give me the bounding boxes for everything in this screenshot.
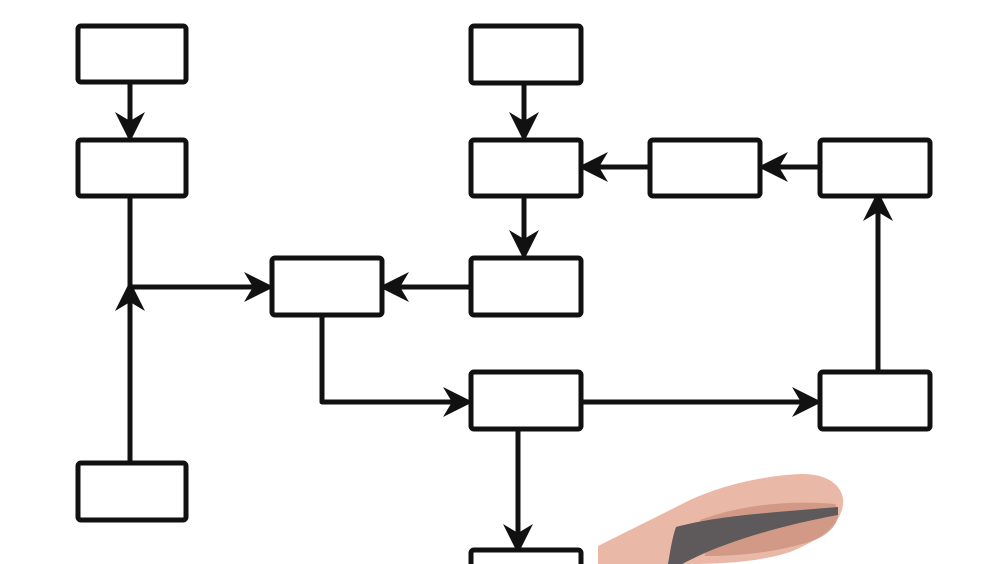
flow-box-4 — [468, 23, 584, 86]
flow-box-3 — [75, 460, 189, 523]
flow-box-2 — [75, 137, 189, 199]
connector-arrow-2 — [127, 195, 274, 302]
flow-box-frame — [468, 547, 584, 564]
flow-box-12 — [468, 547, 584, 564]
connector-arrow-9 — [319, 313, 473, 417]
flow-box-9 — [468, 255, 584, 318]
flow-box-7 — [647, 137, 763, 199]
flow-box-frame — [468, 23, 584, 86]
flow-box-frame — [75, 137, 189, 199]
connectors — [115, 81, 893, 554]
nodes — [75, 23, 933, 564]
flow-box-1 — [75, 23, 189, 85]
flow-box-frame — [817, 137, 933, 199]
flow-box-frame — [75, 23, 189, 85]
flow-box-8 — [468, 137, 584, 199]
marker-pen — [668, 507, 838, 564]
flow-box-frame — [817, 369, 933, 432]
hand-holding-marker-icon — [598, 473, 844, 564]
flow-box-frame — [269, 255, 385, 318]
flow-box-frame — [647, 137, 763, 199]
flow-box-frame — [468, 369, 584, 432]
flow-box-frame — [468, 137, 584, 199]
flow-box-5 — [269, 255, 385, 318]
flow-box-11 — [468, 369, 584, 432]
flow-box-6 — [817, 137, 933, 199]
flow-box-frame — [75, 460, 189, 523]
flow-box-frame — [468, 255, 584, 318]
flow-box-10 — [817, 369, 933, 432]
